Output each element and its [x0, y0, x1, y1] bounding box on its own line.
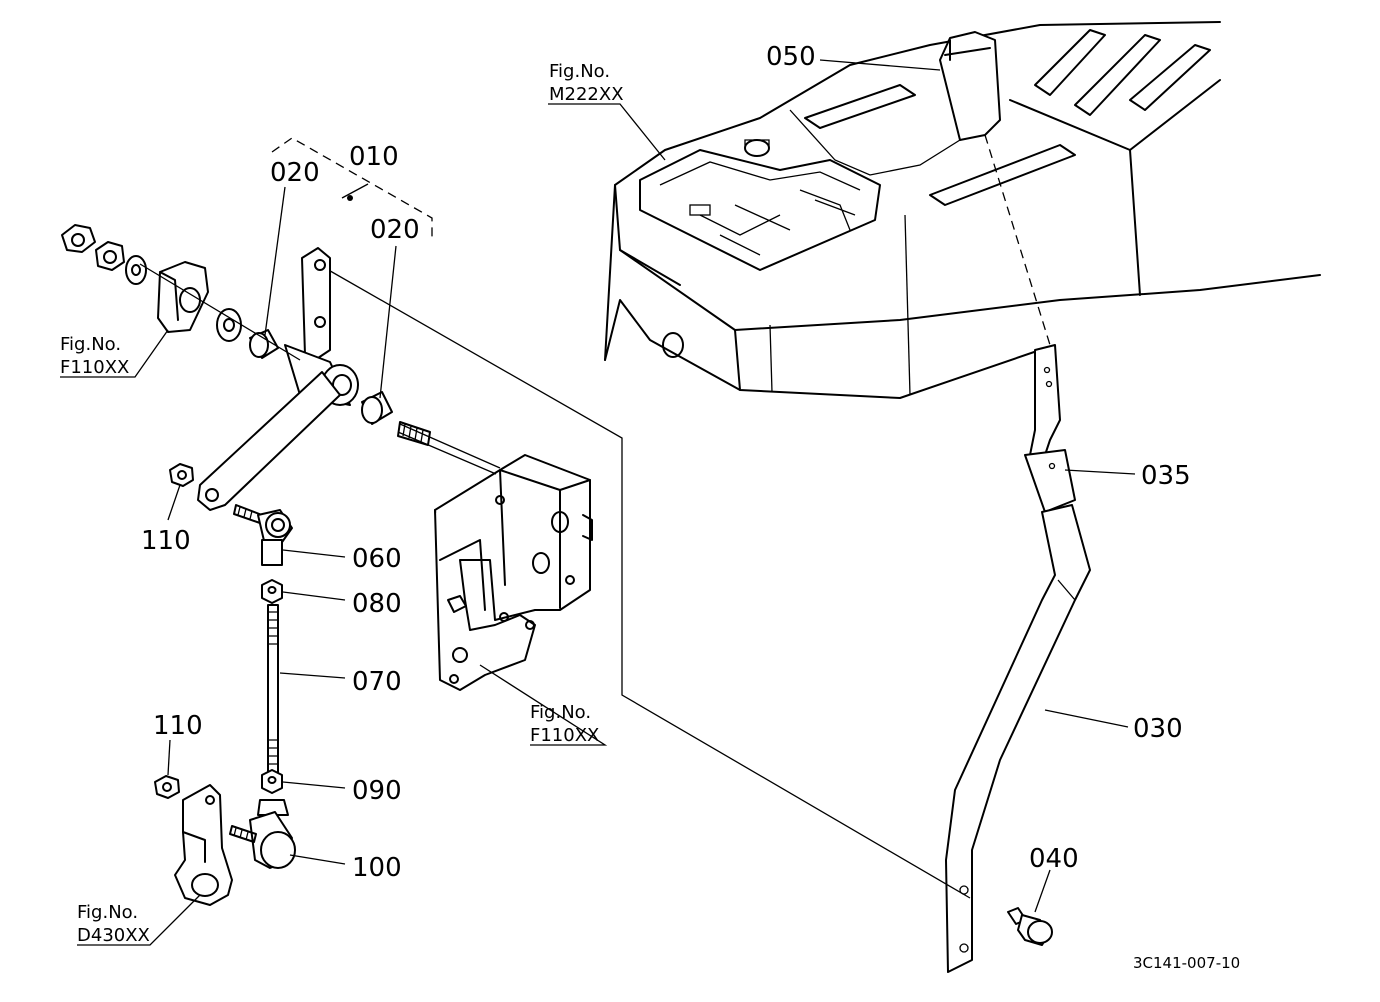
- part-label-110-lower: 110: [153, 711, 203, 741]
- figure-references: Fig.No. M222XX Fig.No. F110XX Fig.No. F1…: [60, 61, 624, 946]
- part-labels: 010 020 020 050 035 110 060 080 070 030 …: [141, 42, 1191, 883]
- part-label-020-right: 020: [370, 215, 420, 245]
- console-housing: [604, 21, 1321, 399]
- part-label-080: 080: [352, 589, 402, 619]
- fig-ref-title-m222: Fig.No.: [549, 61, 610, 82]
- nut-110-lower: [154, 775, 180, 799]
- fig-ref-code-d430: D430XX: [77, 925, 150, 946]
- lower-bracket: [174, 784, 233, 906]
- knob-centerline: [984, 134, 1051, 346]
- part-label-030: 030: [1133, 714, 1183, 744]
- lever-arm-035: [1024, 344, 1076, 513]
- fig-ref-code-f110-center: F110XX: [530, 725, 599, 746]
- rod-end-060: [233, 504, 293, 566]
- part-label-020-left: 020: [270, 158, 320, 188]
- bolt-040: [1007, 907, 1053, 946]
- bushing-020-left: [249, 329, 279, 359]
- pivot-arm-010: [197, 247, 359, 511]
- drawing-number: 3C141-007-10: [1133, 954, 1240, 972]
- part-label-040: 040: [1029, 844, 1079, 874]
- leader-dot: [347, 195, 353, 201]
- fig-ref-title-d430: Fig.No.: [77, 902, 138, 923]
- threaded-shaft: [397, 421, 501, 475]
- part-label-035: 035: [1141, 461, 1191, 491]
- rod-070: [267, 604, 279, 776]
- group-bracket-010: [271, 137, 433, 242]
- left-hardware-stack: [61, 224, 301, 361]
- leader-lines: [60, 59, 1136, 946]
- fig-ref-title-f110-center: Fig.No.: [530, 702, 591, 723]
- bushing-020-right: [361, 391, 393, 425]
- valve-bracket: [434, 454, 593, 691]
- fig-ref-title-f110-left: Fig.No.: [60, 334, 121, 355]
- fig-ref-code-m222: M222XX: [549, 84, 624, 105]
- part-label-050: 050: [766, 42, 816, 72]
- lever-knob-050: [939, 31, 1001, 141]
- nut-090: [261, 769, 283, 794]
- lever-arm-030: [945, 504, 1091, 973]
- fig-ref-code-f110-left: F110XX: [60, 357, 129, 378]
- rod-end-100: [229, 799, 296, 869]
- part-label-100: 100: [352, 853, 402, 883]
- part-label-060: 060: [352, 544, 402, 574]
- nut-110-upper: [169, 463, 194, 487]
- part-label-070: 070: [352, 667, 402, 697]
- part-label-110-upper: 110: [141, 526, 191, 556]
- nut-080: [261, 579, 283, 604]
- part-label-010: 010: [349, 142, 399, 172]
- part-label-090: 090: [352, 776, 402, 806]
- link-leader: [324, 267, 971, 899]
